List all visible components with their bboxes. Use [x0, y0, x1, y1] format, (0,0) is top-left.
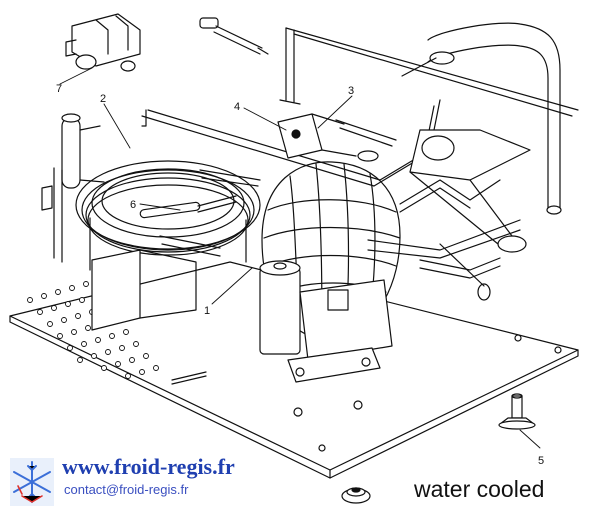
callout-3: 3 — [348, 85, 354, 97]
callout-5: 5 — [538, 455, 544, 467]
bottom-nut — [341, 487, 371, 504]
callout-7: 7 — [56, 83, 62, 95]
pressure-switch — [277, 113, 397, 162]
callout-6: 6 — [130, 199, 136, 211]
contact-email-link[interactable]: contact@froid-regis.fr — [64, 482, 189, 497]
filter-drier — [139, 195, 237, 257]
callout-2: 2 — [100, 93, 106, 105]
site-url-link[interactable]: www.froid-regis.fr — [62, 454, 235, 479]
callout-1: 1 — [204, 305, 210, 317]
support-foot — [498, 393, 536, 430]
diagram-caption: water cooled — [414, 476, 545, 502]
water-valve — [65, 13, 141, 72]
condenser-coil — [41, 113, 261, 271]
compressor — [259, 161, 401, 383]
mounting-bracket — [91, 249, 197, 331]
capillary-tube — [199, 17, 269, 55]
refrigerant-lines — [141, 27, 579, 301]
suction-u-pipe — [401, 22, 562, 253]
callout-4: 4 — [234, 101, 240, 113]
leader-lines — [59, 67, 541, 449]
snowflake-logo-icon — [10, 458, 54, 506]
